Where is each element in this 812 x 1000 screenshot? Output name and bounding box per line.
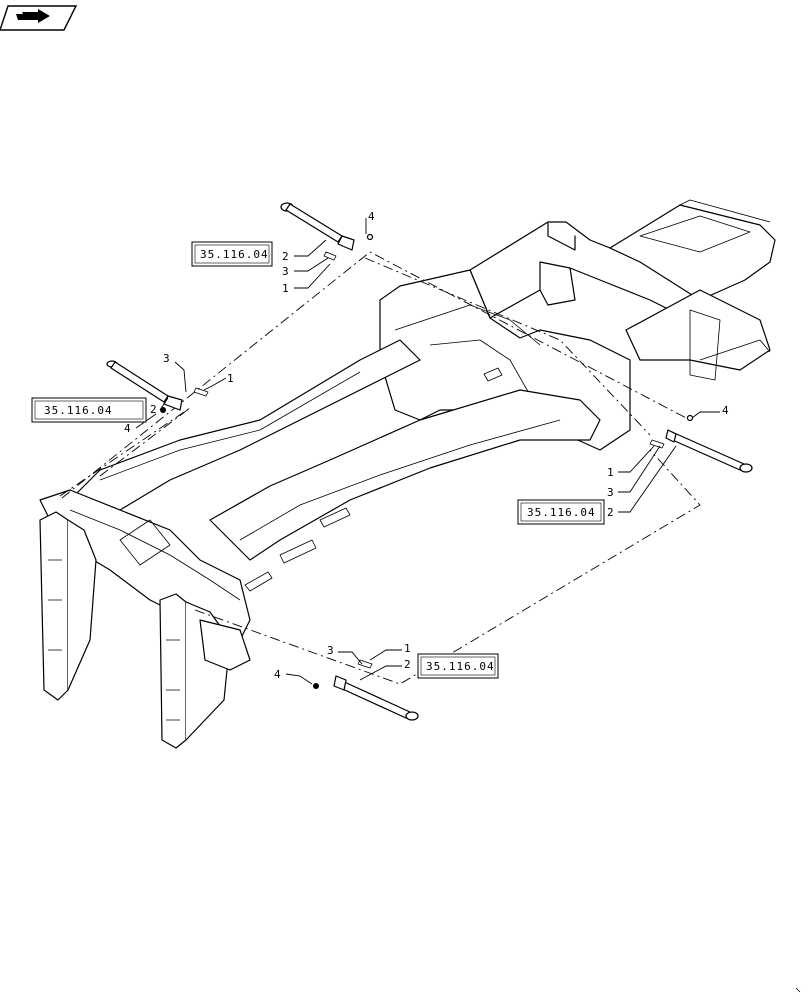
cylinder-right[interactable]: [649, 414, 753, 473]
callout-1: 1: [227, 372, 234, 385]
cylinder-top-left[interactable]: [280, 202, 374, 261]
callout-2: 2: [282, 250, 289, 263]
callout-2: 2: [150, 403, 157, 416]
callout-4: 4: [124, 422, 131, 435]
callout-4: 4: [722, 404, 729, 417]
reference-link-bottom[interactable]: 35.116.04: [417, 653, 499, 679]
callout-1: 1: [282, 282, 289, 295]
assembly-center-lines: [59, 251, 701, 685]
reference-link-mid-left[interactable]: 35.116.04: [31, 397, 147, 423]
svg-text:35.116.04: 35.116.04: [527, 506, 596, 519]
callout-3: 3: [282, 265, 289, 278]
reference-link-top-left[interactable]: 35.116.04: [191, 241, 273, 267]
callout-2: 2: [607, 506, 614, 519]
svg-text:35.116.04: 35.116.04: [44, 404, 113, 417]
callout-2: 2: [404, 658, 411, 671]
chassis-frame: [39, 199, 776, 749]
reference-link-right[interactable]: 35.116.04: [517, 499, 605, 525]
corner-mark: [795, 987, 801, 993]
callout-3: 3: [327, 644, 334, 657]
svg-text:35.116.04: 35.116.04: [426, 660, 495, 673]
callout-4: 4: [274, 668, 281, 681]
callout-3: 3: [607, 486, 614, 499]
next-page-arrow-icon[interactable]: [0, 5, 78, 31]
callout-1: 1: [404, 642, 411, 655]
callout-numbers: 2 3 1 4 3 1 2 4 4 1 3 2 3 1 2 4: [124, 210, 729, 681]
callout-1: 1: [607, 466, 614, 479]
cylinder-bottom[interactable]: [313, 659, 419, 721]
svg-text:35.116.04: 35.116.04: [200, 248, 269, 261]
callout-4: 4: [368, 210, 375, 223]
callout-3: 3: [163, 352, 170, 365]
